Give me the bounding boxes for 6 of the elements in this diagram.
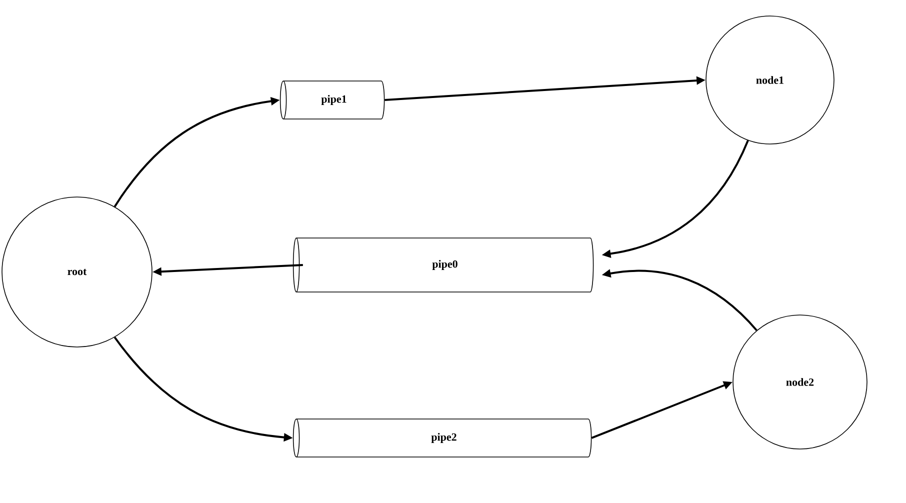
circle-node: root [2,196,152,348]
circle-node: node2 [732,314,868,450]
pipe-cylinder: pipe0 [292,238,594,292]
pipe-cylinder: pipe2 [292,418,592,458]
circle-node: node1 [706,16,834,144]
pipe-cylinder: pipe1 [280,80,385,120]
